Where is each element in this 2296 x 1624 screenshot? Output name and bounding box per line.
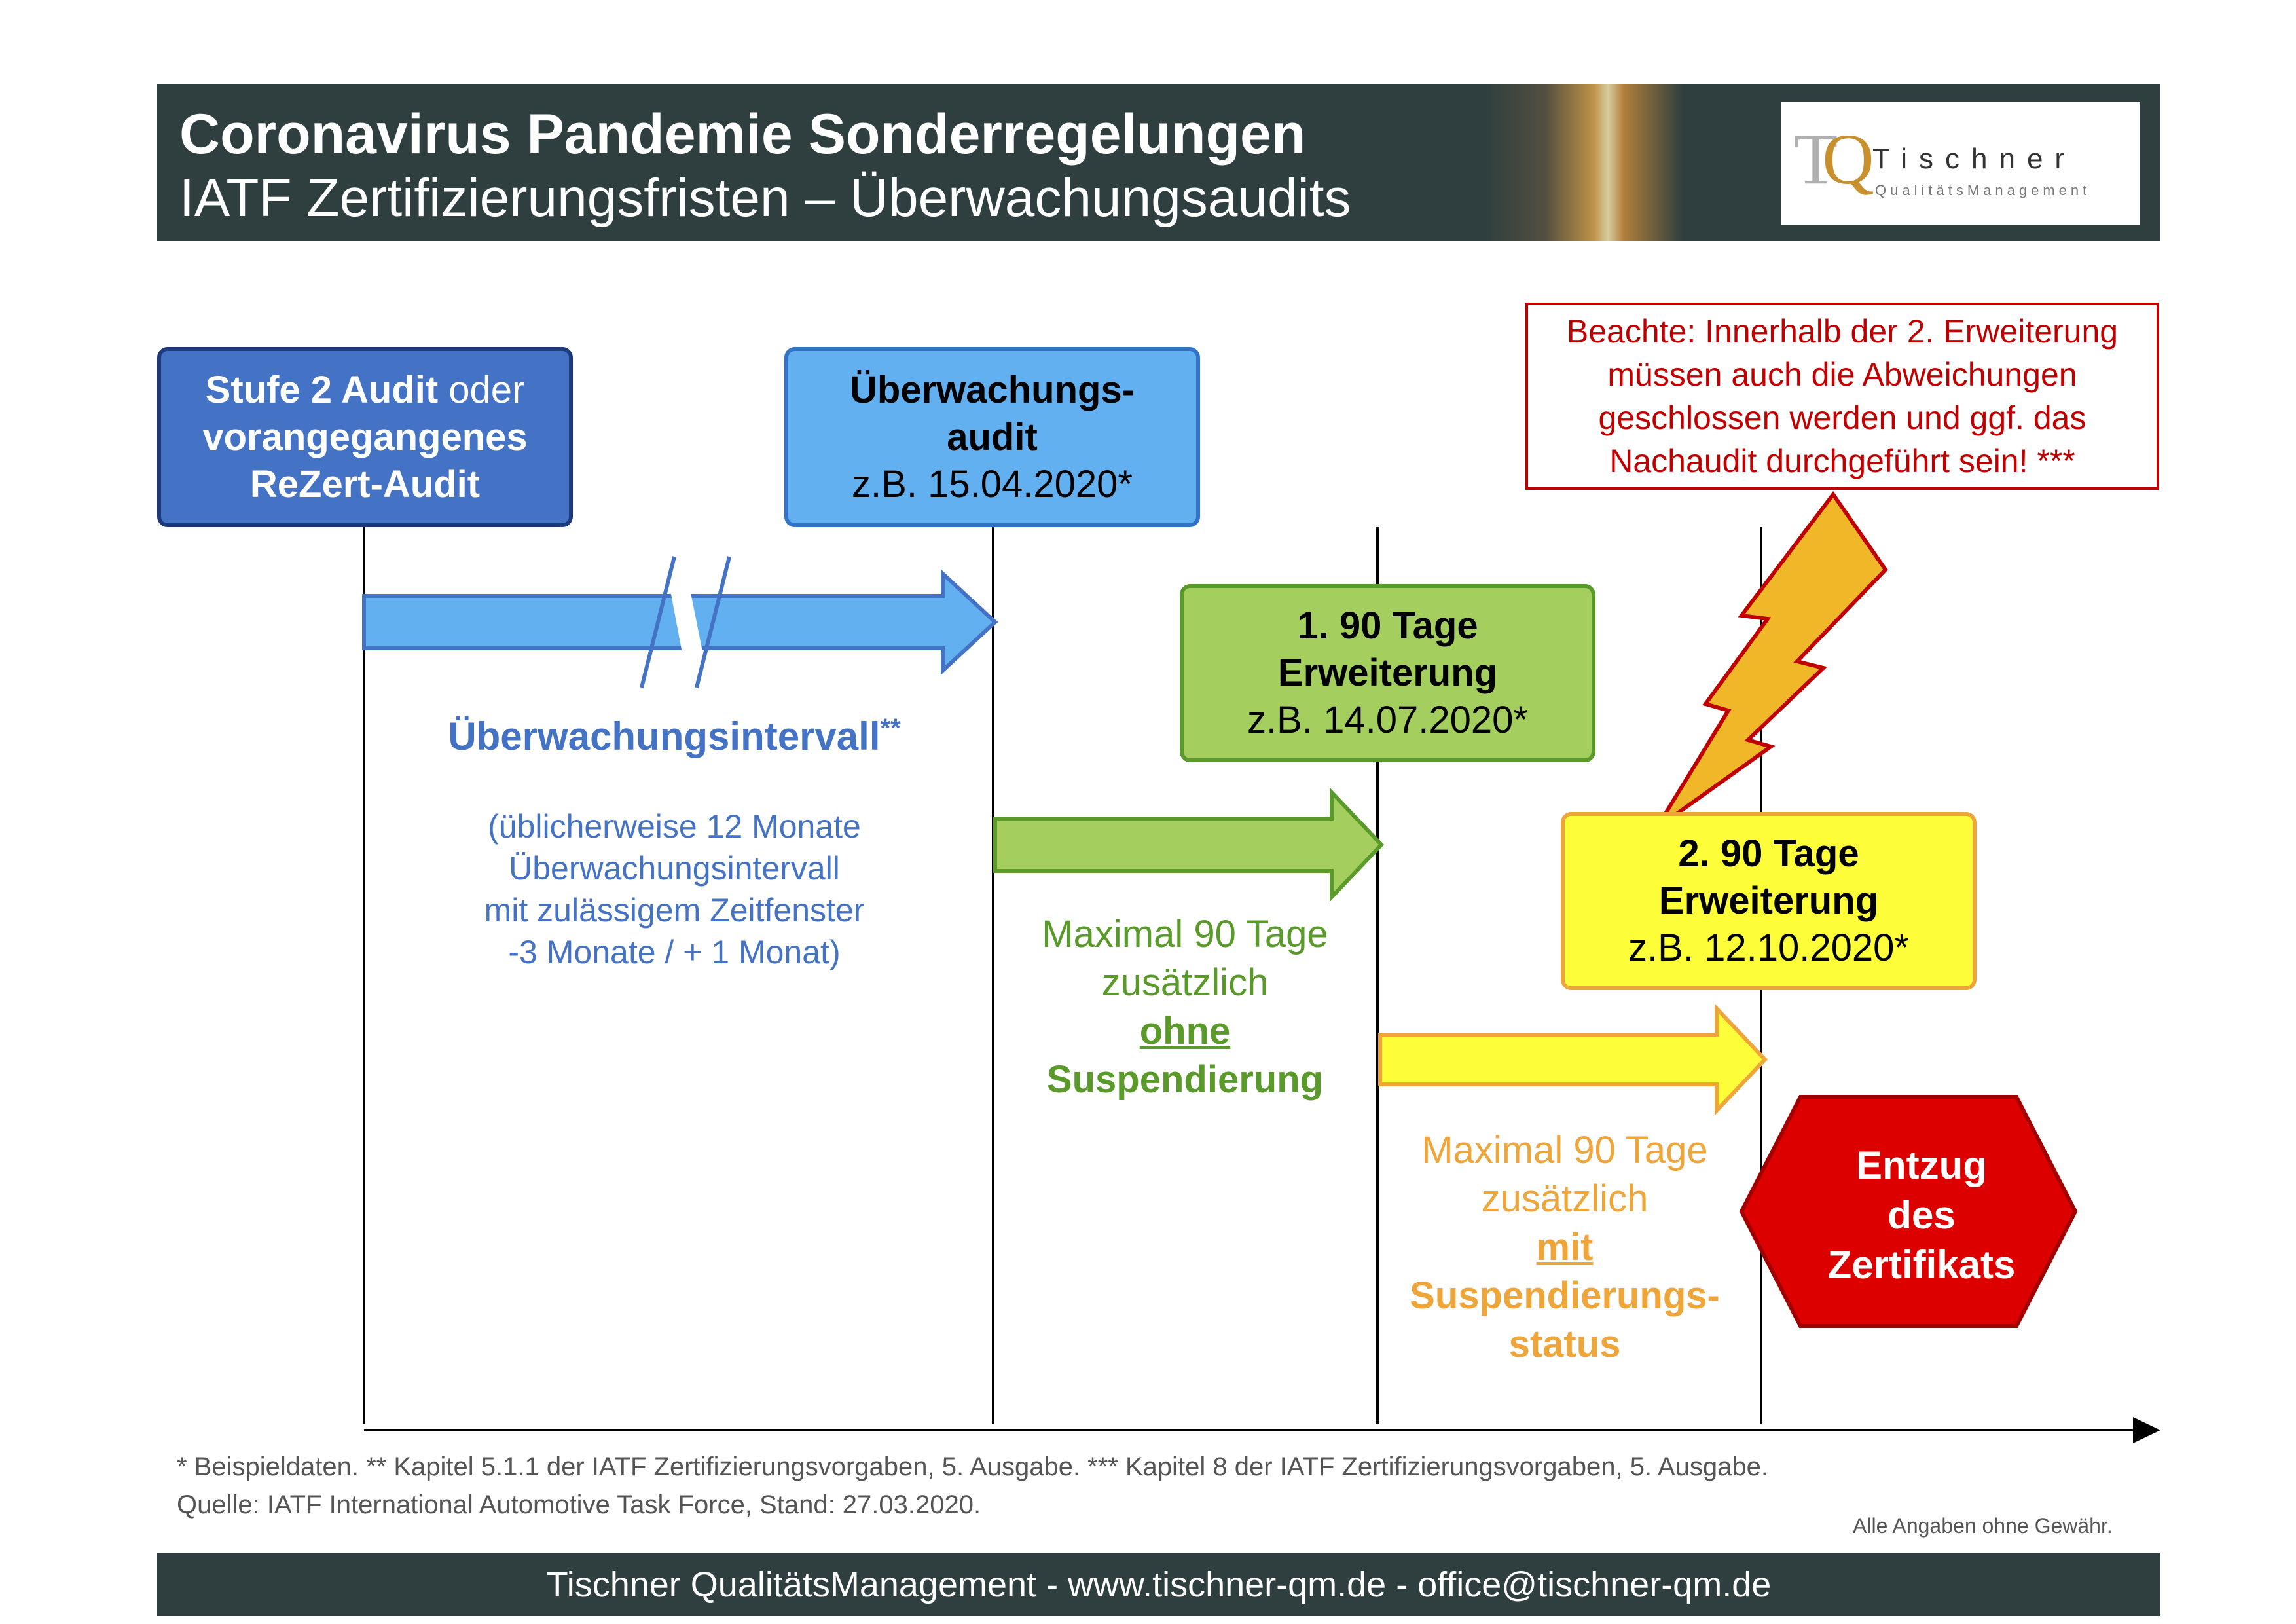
header-banner: Coronavirus Pandemie Sonderregelungen IA… <box>157 84 2160 241</box>
extension1-box: 1. 90 Tage Erweiterung z.B. 14.07.2020* <box>1180 584 1595 762</box>
interval-label-text: Überwachungsintervall <box>448 714 881 758</box>
note-line4: Nachaudit durchgeführt sein! *** <box>1609 443 2075 479</box>
stage2-line1-bold: Stufe 2 Audit <box>205 368 439 411</box>
ext2-arrow <box>1378 1003 1768 1116</box>
orange-line4: Suspendierungs- <box>1410 1274 1720 1317</box>
ext2-line2: Erweiterung <box>1658 879 1879 922</box>
arrow-break-line-left <box>640 556 676 688</box>
interval-desc-4: -3 Monate / + 1 Monat) <box>508 934 841 970</box>
ext2-description: Maximal 90 Tage zusätzlich mit Suspendie… <box>1388 1126 1741 1369</box>
green-line2: zusätzlich <box>1101 961 1269 1004</box>
ext1-line1: 1. 90 Tage <box>1297 604 1478 647</box>
page-subtitle: IATF Zertifizierungsfristen – Überwachun… <box>179 168 1351 228</box>
green-line1: Maximal 90 Tage <box>1042 913 1328 955</box>
surveillance-line2: audit <box>947 415 1038 458</box>
time-axis-arrowhead <box>2133 1417 2160 1443</box>
warning-note-box: Beachte: Innerhalb der 2. Erweiterung mü… <box>1525 303 2159 490</box>
ext1-description: Maximal 90 Tage zusätzlich ohne Suspendi… <box>1008 910 1362 1104</box>
orange-line1: Maximal 90 Tage <box>1421 1129 1708 1172</box>
stage2-audit-box: Stufe 2 Audit oder vorangegangenes ReZer… <box>157 347 573 527</box>
note-line2: müssen auch die Abweichungen <box>1607 356 2077 393</box>
ext2-line1: 2. 90 Tage <box>1678 832 1859 875</box>
footnote-line1: * Beispieldaten. ** Kapitel 5.1.1 der IA… <box>177 1452 1768 1481</box>
company-logo: TQ Tischner QualitätsManagement <box>1781 102 2140 225</box>
green-line3: ohne <box>1139 1010 1231 1052</box>
ext1-arrow <box>993 787 1385 902</box>
revoke-line-3: Zertifikats <box>1828 1243 2016 1287</box>
surveillance-interval-description: (üblicherweise 12 Monate Überwachungsint… <box>367 805 982 973</box>
extension2-box: 2. 90 Tage Erweiterung z.B. 12.10.2020* <box>1561 812 1977 990</box>
stage2-line2: vorangegangenes <box>202 415 528 458</box>
revoke-line-2: des <box>1887 1193 1955 1237</box>
revoke-hexagon <box>1739 1095 2078 1328</box>
lightning-bolt-icon <box>1654 490 1888 830</box>
arrow-break-line-right <box>695 556 731 688</box>
header-decor <box>1486 84 1683 241</box>
disclaimer: Alle Angaben ohne Gewähr. <box>1853 1514 2113 1538</box>
stage2-line3: ReZert-Audit <box>249 462 481 506</box>
footnote-line2: Quelle: IATF International Automotive Ta… <box>177 1490 981 1519</box>
footer-bar: Tischner QualitätsManagement - www.tisch… <box>157 1553 2160 1616</box>
stage2-line1-rest: oder <box>438 368 525 411</box>
interval-desc-1: (üblicherweise 12 Monate <box>488 808 861 845</box>
surveillance-interval-label: Überwachungsintervall** <box>367 714 982 759</box>
note-line3: geschlossen werden und ggf. das <box>1598 399 2086 436</box>
surveillance-audit-box: Überwachungs- audit z.B. 15.04.2020* <box>784 347 1200 527</box>
logo-tagline: QualitätsManagement <box>1875 182 2091 198</box>
page-title: Coronavirus Pandemie Sonderregelungen <box>179 103 1306 166</box>
arrow-break-gap <box>665 563 710 688</box>
logo-mark: TQ <box>1794 119 1874 199</box>
ext2-date: z.B. 12.10.2020* <box>1628 927 1909 969</box>
ext1-date: z.B. 14.07.2020* <box>1247 699 1528 741</box>
surveillance-line1: Überwachungs- <box>849 368 1135 411</box>
orange-line2: zusätzlich <box>1481 1177 1649 1220</box>
orange-line5: status <box>1508 1323 1621 1365</box>
logo-name: Tischner <box>1872 143 2077 175</box>
interval-label-sup: ** <box>880 714 901 743</box>
interval-desc-2: Überwachungsintervall <box>509 850 840 887</box>
green-line4: Suspendierung <box>1046 1058 1324 1101</box>
orange-line3: mit <box>1536 1226 1594 1268</box>
note-line1: Beachte: Innerhalb der 2. Erweiterung <box>1566 313 2119 350</box>
ext1-line2: Erweiterung <box>1277 652 1498 694</box>
revoke-line-1: Entzug <box>1856 1143 1987 1187</box>
surveillance-date: z.B. 15.04.2020* <box>852 462 1133 506</box>
interval-desc-3: mit zulässigem Zeitfenster <box>484 892 865 929</box>
